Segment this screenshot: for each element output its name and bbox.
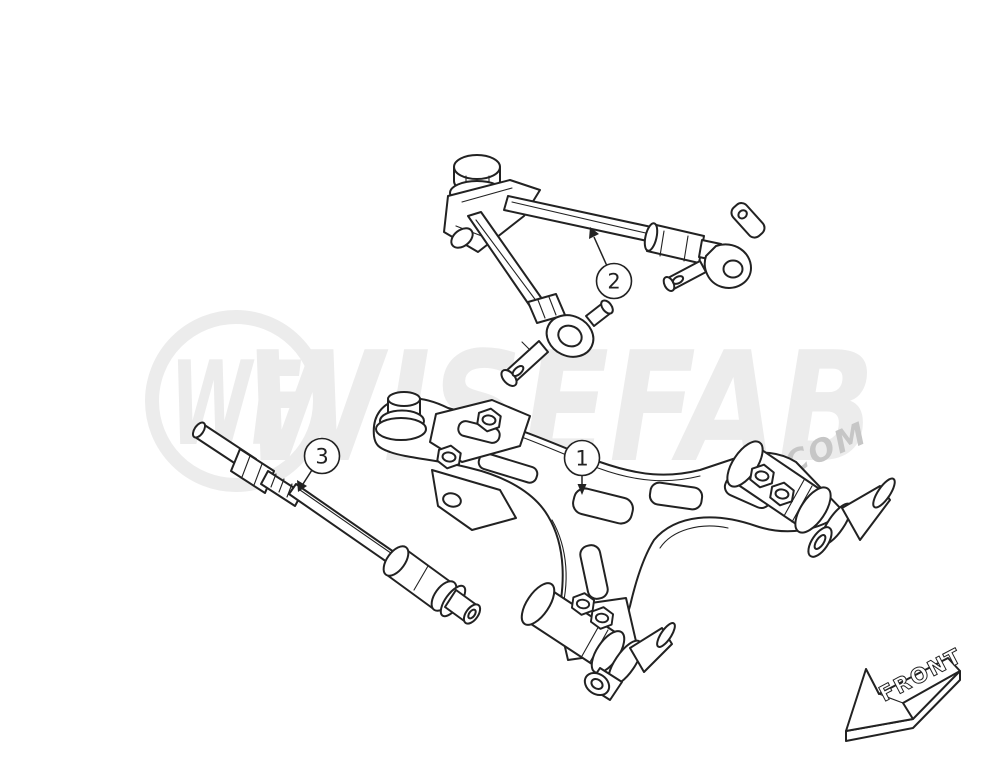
- callout-3-number: 3: [315, 445, 328, 469]
- part-2-arm-assembly-drawing: [443, 154, 766, 387]
- adjustable-rod: [503, 195, 657, 243]
- part-1-control-arm-drawing: [372, 391, 896, 701]
- steering-tab: [431, 469, 517, 531]
- right-bushing-assembly: [726, 440, 896, 558]
- ball-joint-pivot: [375, 391, 427, 441]
- top-bracket: [429, 399, 531, 472]
- leader-arrowhead: [589, 227, 599, 239]
- front-direction-arrow: FRONT: [845, 643, 967, 742]
- callout-2: 2: [589, 227, 633, 300]
- callout-3-circle: [303, 437, 341, 475]
- callout-1-number: 1: [575, 447, 588, 471]
- callout-3: 3: [297, 437, 341, 492]
- part-3-tie-rod-drawing: [191, 421, 482, 625]
- watermark-ring: [145, 310, 327, 492]
- tie-rod-shaft: [288, 483, 405, 570]
- leader-arrowhead: [297, 480, 307, 492]
- callout-1: 1: [563, 439, 601, 495]
- callout-2-number: 2: [607, 270, 620, 294]
- callout-1-circle: [563, 439, 601, 477]
- front-arrow-face: [845, 657, 961, 732]
- flat-stud: [730, 202, 766, 239]
- leader-arrowhead: [577, 484, 587, 495]
- callout-2-circle: [595, 262, 633, 300]
- bottom-bushing-assembly: [520, 582, 676, 701]
